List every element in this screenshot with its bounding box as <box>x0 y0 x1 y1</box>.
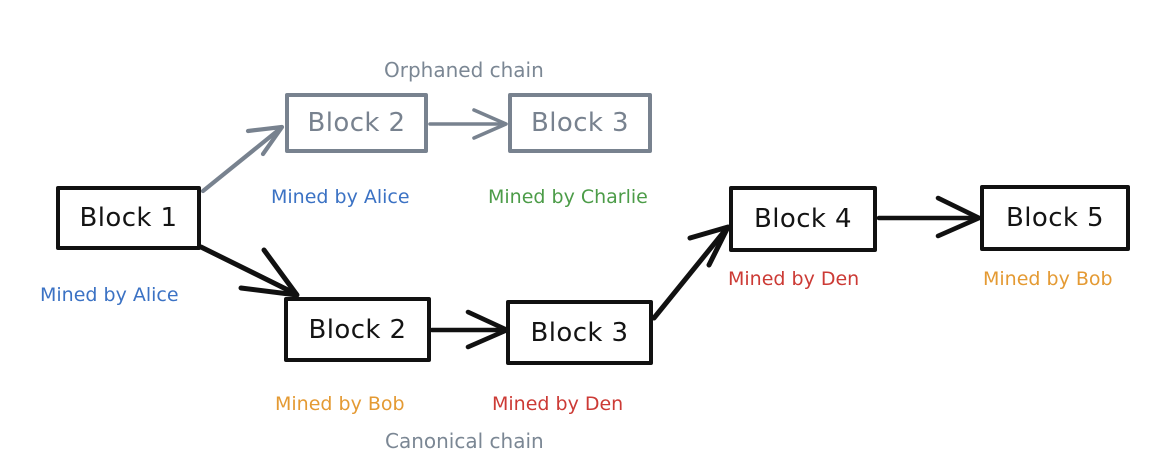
orphan-block-3-miner-label: Mined by Charlie <box>488 186 648 208</box>
block-2-label: Block 2 <box>308 314 407 345</box>
block-4-miner-label: Mined by Den <box>728 268 860 290</box>
block-3[interactable]: Block 3 <box>506 300 653 365</box>
block-5-miner-label: Mined by Bob <box>983 268 1113 290</box>
block-5-label: Block 5 <box>1006 203 1104 233</box>
arrow-block1-to-orphan-block2 <box>200 124 285 194</box>
block-5[interactable]: Block 5 <box>980 185 1130 251</box>
block-1-label: Block 1 <box>79 203 178 233</box>
arrow-orphan-block2-to-orphan-block3 <box>428 108 508 140</box>
orphan-block-2-miner-label: Mined by Alice <box>271 186 410 208</box>
orphan-block-3[interactable]: Block 3 <box>508 93 652 153</box>
arrow-block2-to-block3 <box>429 309 510 350</box>
block-4[interactable]: Block 4 <box>729 186 877 252</box>
block-1-miner-label: Mined by Alice <box>40 284 179 306</box>
orphaned-chain-note: Orphaned chain <box>384 58 544 82</box>
orphan-block-2-label: Block 2 <box>307 108 406 138</box>
block-4-label: Block 4 <box>754 204 852 234</box>
orphan-block-2[interactable]: Block 2 <box>285 93 428 153</box>
block-1[interactable]: Block 1 <box>56 186 201 250</box>
orphan-block-3-label: Block 3 <box>531 108 629 138</box>
block-2[interactable]: Block 2 <box>284 297 431 362</box>
block-3-label: Block 3 <box>530 317 629 348</box>
arrow-block3-to-block4 <box>651 224 731 321</box>
arrow-block1-to-block2 <box>198 244 300 298</box>
block-3-miner-label: Mined by Den <box>492 393 624 415</box>
canonical-chain-note: Canonical chain <box>385 429 544 453</box>
block-2-miner-label: Mined by Bob <box>275 393 405 415</box>
arrow-block4-to-block5 <box>876 195 982 239</box>
